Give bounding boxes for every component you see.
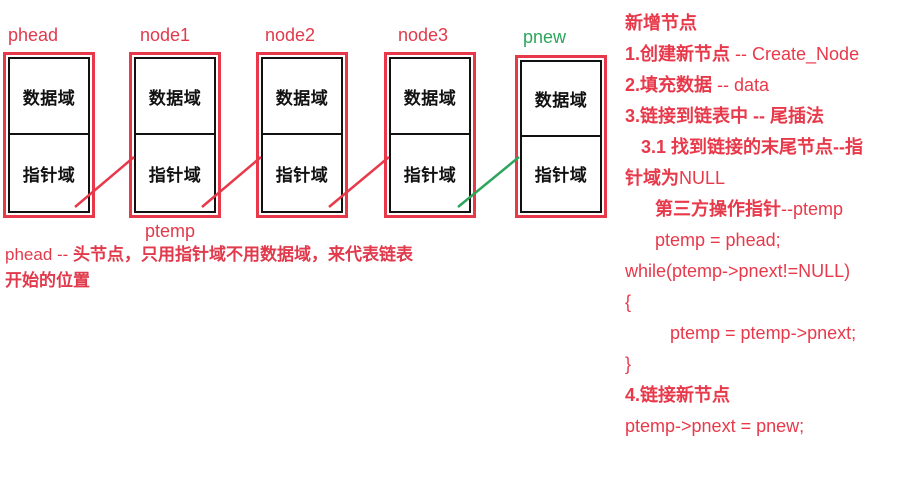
node-label-phead: phead bbox=[8, 25, 59, 45]
note-step31-cn: 3.1 找到链接的末尾节点--指 bbox=[641, 137, 864, 157]
note-step2-cn: 2.填充数据 bbox=[625, 75, 713, 95]
diagram-caption: phead -- 头节点，只用指针域不用数据域，来代表链表 开始的位置 bbox=[5, 242, 605, 293]
note-step2-latin: -- data bbox=[712, 75, 770, 95]
note-thirdparty-cn: 第三方操作指针 bbox=[655, 199, 781, 219]
code-line-advance-ptemp: ptemp = ptemp->pnext; bbox=[625, 318, 922, 349]
node-label-node3: node3 bbox=[398, 25, 449, 45]
code-line-assign-phead: ptemp = phead; bbox=[625, 225, 922, 256]
note-line-step1: 1.创建新节点 -- Create_Node bbox=[625, 39, 922, 70]
note-line-step31-cont: 针域为NULL bbox=[625, 163, 922, 194]
node-box-pnew: 数据域 指针域 bbox=[515, 55, 607, 218]
code-while-text: while(ptemp->pnext!=NULL) bbox=[625, 261, 851, 281]
node-inner-phead: 数据域 指针域 bbox=[8, 57, 90, 213]
note-step31-cont-cn: 针域为 bbox=[625, 168, 679, 188]
note-line-step2: 2.填充数据 -- data bbox=[625, 70, 922, 101]
code-assign-phead-text: ptemp = phead; bbox=[655, 230, 781, 250]
notes-panel: 新增节点 1.创建新节点 -- Create_Node 2.填充数据 -- da… bbox=[625, 8, 922, 500]
note-step1-cn: 1.创建新节点 bbox=[625, 44, 731, 64]
note-line-title: 新增节点 bbox=[625, 8, 922, 39]
node-data-field-pnew: 数据域 bbox=[522, 62, 600, 137]
node-data-field-node2: 数据域 bbox=[263, 59, 341, 135]
node-label-node1: node1 bbox=[140, 25, 191, 45]
note-line-step3: 3.链接到链表中 -- 尾插法 bbox=[625, 101, 922, 132]
node-pointer-field-node3: 指针域 bbox=[403, 165, 457, 185]
note-step31-cont-latin: NULL bbox=[679, 168, 726, 188]
note-line-step4: 4.链接新节点 bbox=[625, 380, 922, 411]
caption-bold-line1: 头节点，只用指针域不用数据域，来代表链表 bbox=[73, 245, 414, 264]
node-pointer-field-pnew: 指针域 bbox=[534, 166, 588, 186]
node-inner-node2: 数据域 指针域 bbox=[261, 57, 343, 213]
node-inner-node3: 数据域 指针域 bbox=[389, 57, 471, 213]
node-box-node2: 数据域 指针域 bbox=[256, 52, 348, 218]
code-line-while: while(ptemp->pnext!=NULL) bbox=[625, 256, 922, 287]
code-advance-ptemp-text: ptemp = ptemp->pnext; bbox=[670, 323, 857, 343]
code-open-brace-text: { bbox=[625, 292, 632, 312]
note-thirdparty-latin: --ptemp bbox=[781, 199, 844, 219]
node-box-node1: 数据域 指针域 bbox=[129, 52, 221, 218]
caption-bold-line2: 开始的位置 bbox=[5, 270, 90, 290]
node-data-field-phead: 数据域 bbox=[10, 59, 88, 135]
node-data-field-node3: 数据域 bbox=[391, 59, 469, 135]
code-close-brace-text: } bbox=[625, 354, 632, 374]
pointer-label-ptemp: ptemp bbox=[145, 221, 196, 241]
note-line-thirdparty: 第三方操作指针--ptemp bbox=[625, 194, 922, 225]
node-pointer-field-phead: 指针域 bbox=[22, 165, 76, 185]
code-line-open-brace: { bbox=[625, 287, 922, 318]
node-inner-node1: 数据域 指针域 bbox=[134, 57, 216, 213]
node-data-field-node1: 数据域 bbox=[136, 59, 214, 135]
note-step3-cn: 3.链接到链表中 -- 尾插法 bbox=[625, 106, 825, 126]
note-step1-latin: -- Create_Node bbox=[730, 44, 860, 64]
linked-list-diagram: phead 数据域 指针域 node1 数据域 指针域 ptemp node2 … bbox=[3, 25, 607, 293]
node-inner-pnew: 数据域 指针域 bbox=[520, 60, 602, 213]
node-label-pnew: pnew bbox=[523, 27, 567, 47]
node-pointer-field-node2: 指针域 bbox=[275, 165, 329, 185]
note-line-step31: 3.1 找到链接的末尾节点--指 bbox=[625, 132, 922, 163]
code-line-close-brace: } bbox=[625, 349, 922, 380]
code-line-link-pnew: ptemp->pnext = pnew; bbox=[625, 411, 922, 442]
node-box-node3: 数据域 指针域 bbox=[384, 52, 476, 218]
note-title-cn: 新增节点 bbox=[625, 13, 697, 33]
caption-plain-prefix: phead -- bbox=[5, 245, 74, 264]
code-link-pnew-text: ptemp->pnext = pnew; bbox=[625, 416, 805, 436]
note-step4-cn: 4.链接新节点 bbox=[625, 385, 731, 405]
node-pointer-field-node1: 指针域 bbox=[148, 165, 202, 185]
node-box-phead: 数据域 指针域 bbox=[3, 52, 95, 218]
node-label-node2: node2 bbox=[265, 25, 316, 45]
